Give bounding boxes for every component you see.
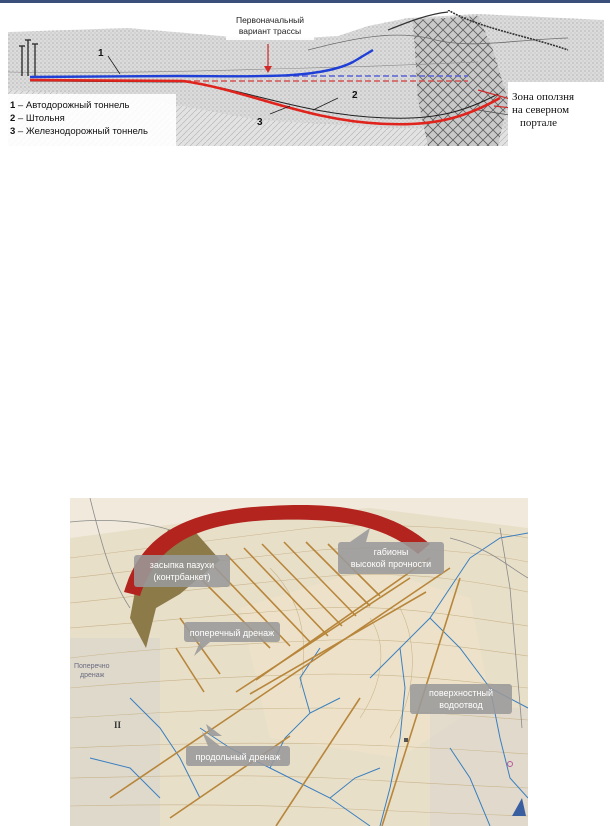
terrain-grey-right (430, 708, 528, 826)
legend-item-rail: 3 – Железнодорожный тоннель (10, 126, 148, 137)
marker-2: 2 (352, 90, 358, 101)
legend-item-road: 1 – Автодорожный тоннель (10, 100, 130, 111)
callout-transverse-label: поперечный дренаж (190, 628, 274, 638)
map-label-roman: II (114, 720, 122, 730)
map-label-left-line1: Поперечно (74, 663, 110, 670)
original-route-line (158, 75, 468, 82)
original-route-label-line1: Первоначальный (236, 15, 304, 25)
original-route-arrowhead (264, 66, 272, 73)
tunnel-plan-diagram: Первоначальный вариант трассы 1 2 3 1 – … (8, 10, 604, 146)
callout-surface-line1: поверхностный (429, 688, 493, 698)
surface-streams (89, 532, 528, 826)
legend-item-adit: 2 – Штольня (10, 113, 65, 124)
callout-surface-runoff: поверхностный водоотвод (410, 684, 512, 714)
top-rule (0, 0, 610, 3)
original-route-label-line2: вариант трассы (239, 26, 301, 36)
landslide-label-line3: портале (520, 117, 557, 129)
marker-3: 3 (257, 117, 263, 128)
marker-3-leader (269, 105, 291, 115)
landslide-label-line2: на северном (512, 104, 569, 116)
callout-backfill: засыпка пазухи (контрбанкет) (134, 555, 230, 587)
rail-tunnel-line (29, 78, 501, 126)
callout-transverse-drain: поперечный дренаж (184, 622, 280, 656)
callout-gabions-line2: высокой прочности (351, 559, 431, 569)
marker-2-leader (312, 97, 339, 111)
callout-backfill-line1: засыпка пазухи (150, 560, 214, 570)
callout-longitudinal-drain: продольный дренаж (186, 724, 290, 766)
callout-gabions: габионы высокой прочности (338, 528, 444, 574)
map-marker-circle (507, 761, 513, 767)
landslide-label-box (508, 82, 604, 146)
gabion-wall (124, 505, 430, 596)
legend: 1 – Автодорожный тоннель 2 – Штольня 3 –… (10, 100, 148, 137)
map-north-icon (512, 798, 526, 816)
portal-masts-icon (19, 39, 38, 76)
drainage-map: Поперечно дренаж II засыпка пазухи (конт… (70, 498, 528, 826)
map-label-left-line2: дренаж (80, 672, 105, 679)
landslide-label-line1: Зона оползня (512, 91, 574, 103)
callout-surface-line2: водоотвод (439, 700, 483, 710)
original-route-callout-box (226, 12, 314, 40)
callout-longitudinal-label: продольный дренаж (196, 752, 281, 762)
map-marker-square (404, 738, 408, 742)
marker-1-leader (107, 55, 121, 75)
longitudinal-drains (109, 557, 461, 826)
callout-gabions-line1: габионы (374, 547, 409, 557)
callout-backfill-line2: (контрбанкет) (154, 572, 211, 582)
legend-box (8, 94, 176, 146)
road-tunnel-line (29, 48, 374, 79)
marker-1: 1 (98, 48, 104, 59)
